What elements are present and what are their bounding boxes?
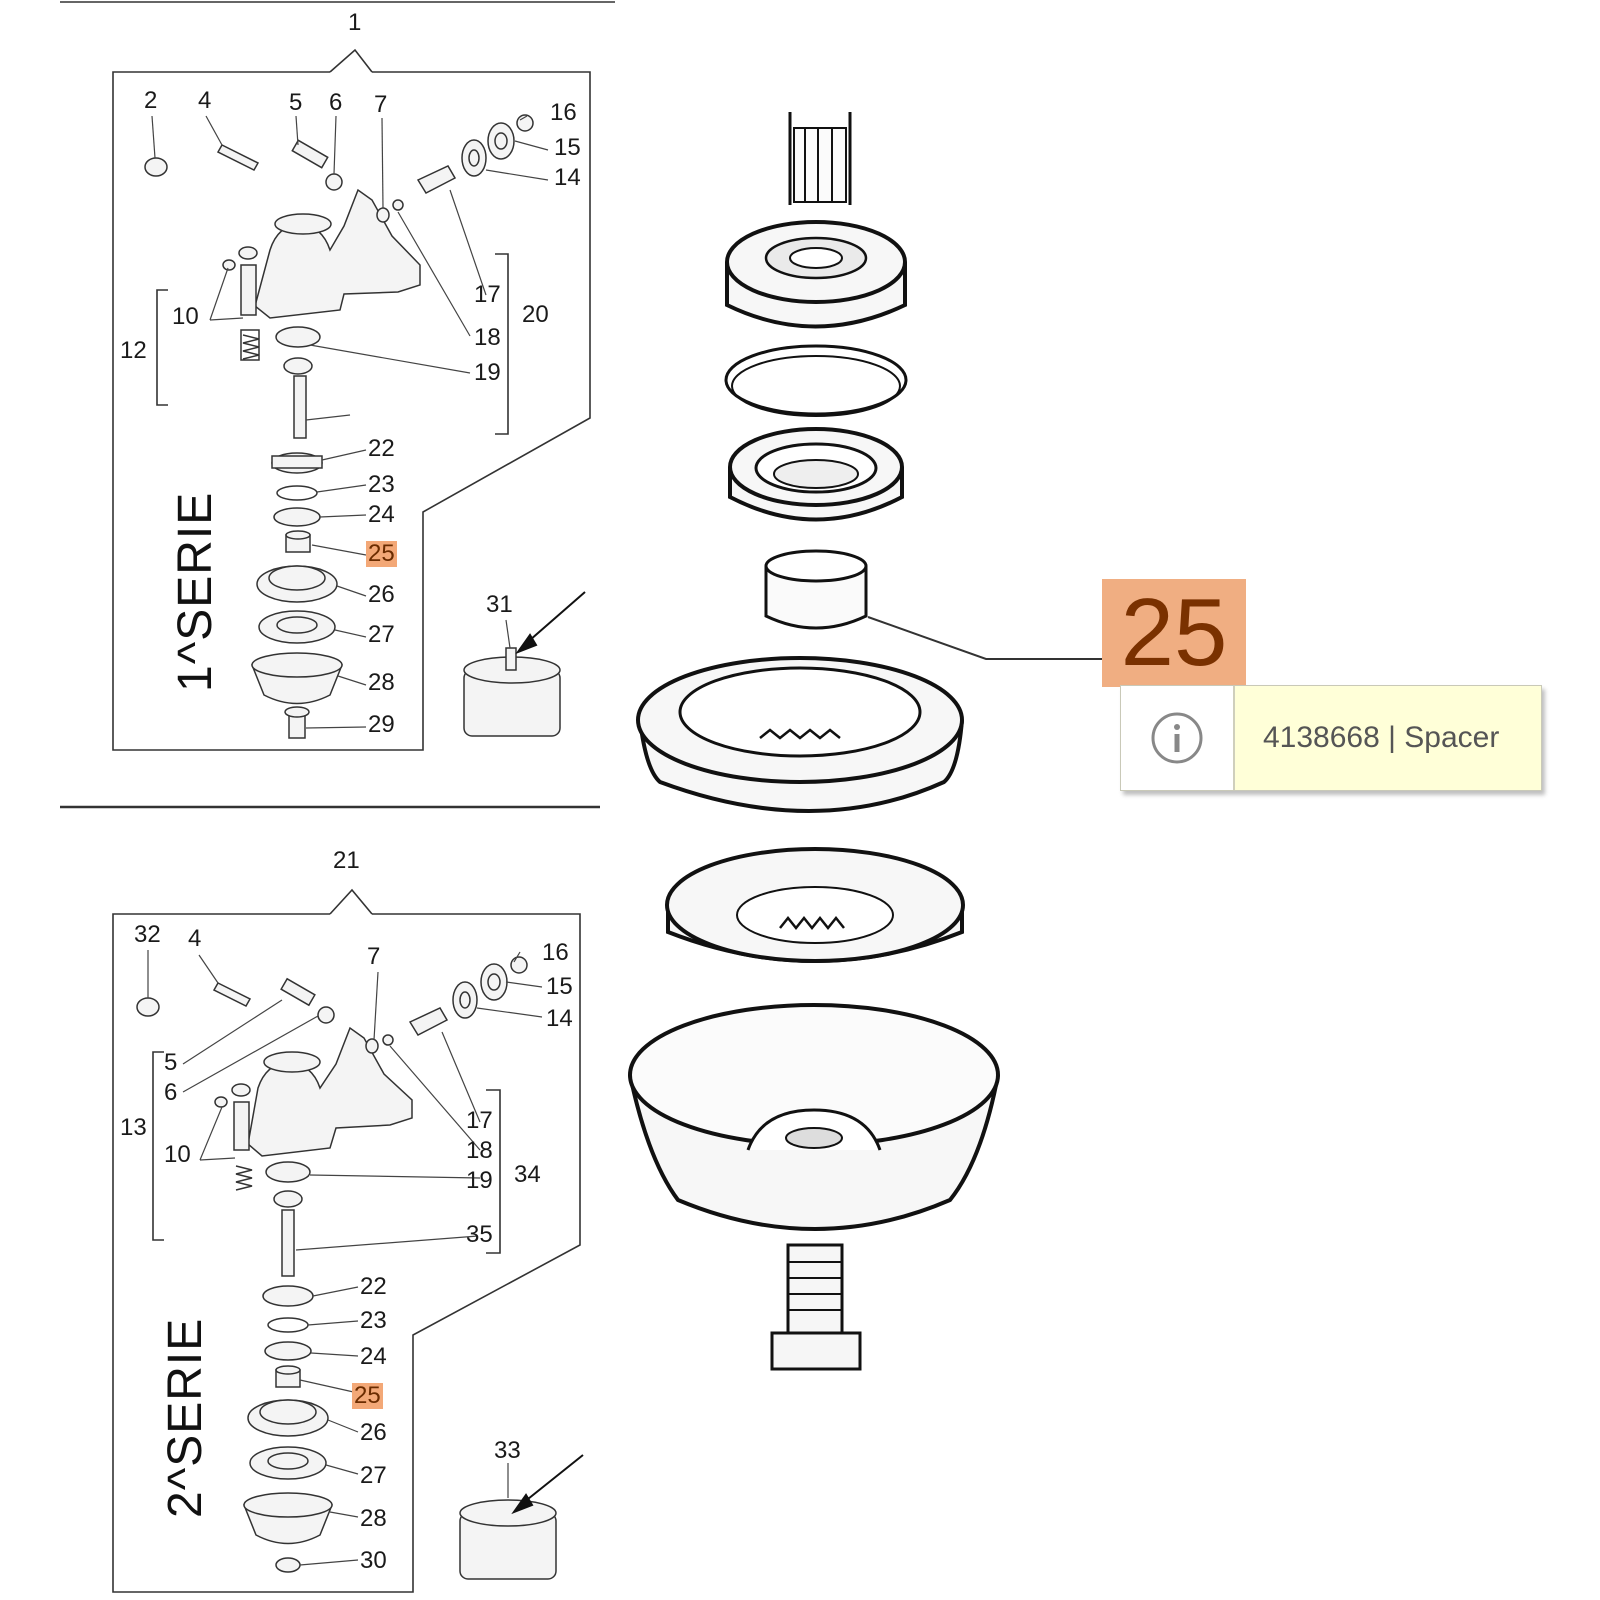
assembly-number-label: 1 xyxy=(348,9,362,36)
part-label[interactable]: 23 xyxy=(368,471,395,498)
part-label[interactable]: 13 xyxy=(120,1114,147,1141)
serie-title: 2^SERIE xyxy=(159,1317,212,1518)
part-label[interactable]: 6 xyxy=(164,1079,178,1106)
part-label[interactable]: 14 xyxy=(554,164,581,191)
part-label[interactable]: 22 xyxy=(360,1273,387,1300)
part-label[interactable]: 33 xyxy=(494,1437,521,1464)
part-label[interactable]: 10 xyxy=(164,1141,191,1168)
part-label-highlighted[interactable]: 25 xyxy=(352,1382,383,1409)
part-label[interactable]: 16 xyxy=(542,939,569,966)
part-label-highlighted[interactable]: 25 xyxy=(366,540,397,567)
part-label[interactable]: 5 xyxy=(164,1049,178,1076)
part-label[interactable]: 2 xyxy=(144,87,158,114)
part-label[interactable]: 18 xyxy=(474,324,501,351)
zoom-callout-number[interactable]: 25 xyxy=(1102,579,1246,687)
part-label[interactable]: 28 xyxy=(368,669,395,696)
part-label[interactable]: 17 xyxy=(466,1107,493,1134)
part-label[interactable]: 14 xyxy=(546,1005,573,1032)
part-label[interactable]: 16 xyxy=(550,99,577,126)
part-label[interactable]: 15 xyxy=(554,134,581,161)
part-label[interactable]: 18 xyxy=(466,1137,493,1164)
part-label[interactable]: 27 xyxy=(368,621,395,648)
part-label[interactable]: 22 xyxy=(368,435,395,462)
part-label[interactable]: 24 xyxy=(360,1343,387,1370)
part-label[interactable]: 15 xyxy=(546,973,573,1000)
part-label[interactable]: 17 xyxy=(474,281,501,308)
part-label[interactable]: 7 xyxy=(374,91,388,118)
part-label[interactable]: 19 xyxy=(466,1167,493,1194)
part-label[interactable]: 32 xyxy=(134,921,161,948)
info-icon xyxy=(1121,686,1235,790)
part-label[interactable]: 30 xyxy=(360,1547,387,1574)
part-label[interactable]: 5 xyxy=(289,89,303,116)
part-label[interactable]: 12 xyxy=(120,337,147,364)
part-label[interactable]: 4 xyxy=(188,925,202,952)
assembly-number-label: 21 xyxy=(333,847,360,874)
part-tooltip: 4138668 | Spacer xyxy=(1120,685,1542,791)
part-label[interactable]: 26 xyxy=(360,1419,387,1446)
part-label[interactable]: 24 xyxy=(368,501,395,528)
part-label[interactable]: 31 xyxy=(486,591,513,618)
part-label[interactable]: 29 xyxy=(368,711,395,738)
part-label[interactable]: 4 xyxy=(198,87,212,114)
part-label[interactable]: 7 xyxy=(367,943,381,970)
part-label[interactable]: 35 xyxy=(466,1221,493,1248)
part-label[interactable]: 20 xyxy=(522,301,549,328)
part-label[interactable]: 19 xyxy=(474,359,501,386)
part-label[interactable]: 10 xyxy=(172,303,199,330)
serie-title: 1^SERIE xyxy=(169,491,222,692)
tooltip-text: 4138668 | Spacer xyxy=(1263,721,1500,754)
part-label[interactable]: 26 xyxy=(368,581,395,608)
part-label[interactable]: 34 xyxy=(514,1161,541,1188)
part-label[interactable]: 23 xyxy=(360,1307,387,1334)
part-label[interactable]: 28 xyxy=(360,1505,387,1532)
part-label[interactable]: 27 xyxy=(360,1462,387,1489)
part-label[interactable]: 6 xyxy=(329,89,343,116)
